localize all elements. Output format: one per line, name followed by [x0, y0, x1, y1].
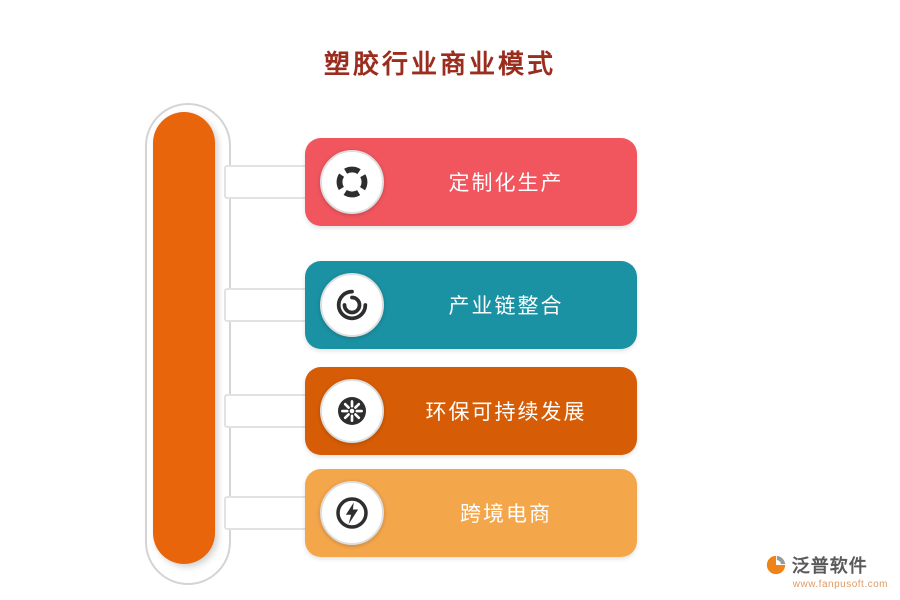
item-icon-circle-4 — [320, 481, 384, 545]
brand-url: www.fanpusoft.com — [792, 579, 888, 590]
brand-row: 泛普软件 — [765, 552, 888, 578]
brand-logo-icon — [766, 555, 785, 575]
item-icon-circle-3 — [320, 379, 384, 443]
wheel-icon — [338, 397, 366, 425]
item-label-1: 定制化生产 — [448, 171, 564, 195]
item-icon-circle-1 — [320, 150, 384, 214]
cycle-icon — [336, 289, 368, 321]
item-label-3: 环保可持续发展 — [425, 400, 587, 424]
lightning-icon — [336, 497, 368, 529]
capsule — [153, 112, 215, 564]
item-label-2: 产业链整合 — [448, 294, 564, 318]
capsule-outline — [145, 103, 231, 585]
brand-footer: 泛普软件 www.fanpusoft.com — [765, 552, 888, 590]
item-icon-circle-2 — [320, 273, 384, 337]
target-icon — [336, 166, 368, 198]
diagram-title: 塑胶行业商业模式 — [323, 50, 556, 79]
item-label-4: 跨境电商 — [460, 502, 552, 526]
brand-name: 泛普软件 — [791, 556, 868, 576]
